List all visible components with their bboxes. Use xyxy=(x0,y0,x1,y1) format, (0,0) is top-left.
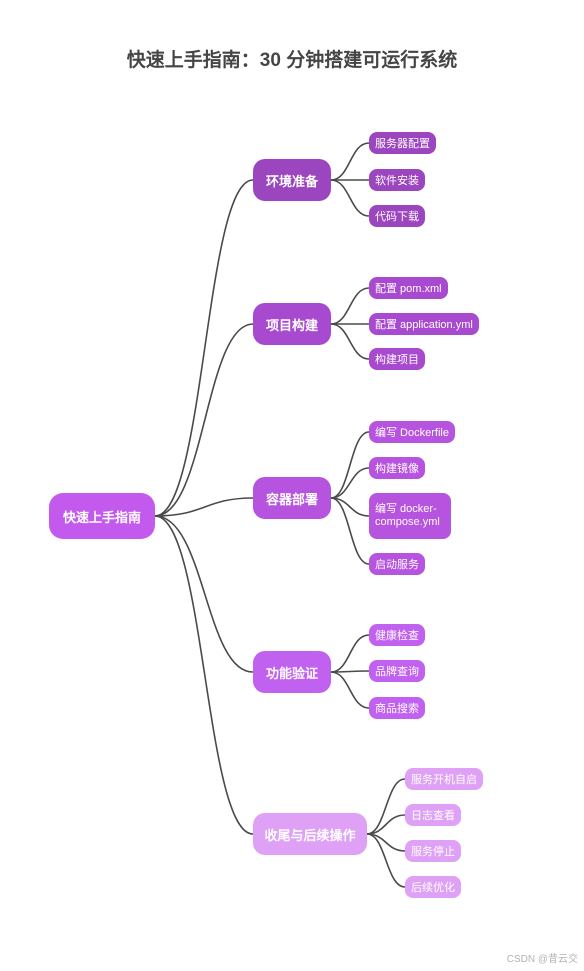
leaf-node: 商品搜索 xyxy=(369,697,425,719)
leaf-node: 配置 application.yml xyxy=(369,313,479,335)
link-b5-l4 xyxy=(366,833,406,888)
branch-node-deploy: 容器部署 xyxy=(253,477,331,519)
leaf-node: 启动服务 xyxy=(369,553,425,575)
leaf-node: 编写 docker-compose.yml xyxy=(369,493,451,539)
link-root-b3 xyxy=(154,497,254,517)
leaf-node: 服务器配置 xyxy=(369,132,436,154)
link-root-b4 xyxy=(154,515,254,673)
link-b1-l1 xyxy=(330,142,370,181)
link-root-b1 xyxy=(154,179,254,517)
branch-node-build: 项目构建 xyxy=(253,303,331,345)
leaf-node: 构建镜像 xyxy=(369,457,425,479)
branch-node-env: 环境准备 xyxy=(253,159,331,201)
link-b3-l2 xyxy=(330,467,370,499)
leaf-node: 后续优化 xyxy=(405,876,461,898)
link-root-b5 xyxy=(154,515,254,835)
leaf-node: 品牌查询 xyxy=(369,660,425,682)
root-node: 快速上手指南 xyxy=(49,493,155,539)
leaf-node: 服务开机自启 xyxy=(405,768,483,790)
link-b2-l3 xyxy=(330,323,370,360)
branch-node-wrapup: 收尾与后续操作 xyxy=(253,813,367,855)
leaf-node: 日志查看 xyxy=(405,804,461,826)
leaf-node: 代码下载 xyxy=(369,205,425,227)
link-b4-l3 xyxy=(330,671,370,709)
link-b4-l1 xyxy=(330,634,370,673)
leaf-node: 健康检查 xyxy=(369,624,425,646)
leaf-node: 服务停止 xyxy=(405,840,461,862)
link-b1-l3 xyxy=(330,179,370,217)
link-b5-l1 xyxy=(366,778,406,835)
leaf-node: 软件安装 xyxy=(369,169,425,191)
watermark: CSDN @昔云交 xyxy=(506,954,578,965)
leaf-node: 配置 pom.xml xyxy=(369,277,448,299)
link-b3-l1 xyxy=(330,431,370,499)
link-root-b2 xyxy=(154,323,254,517)
link-b5-l2 xyxy=(366,814,406,835)
branch-node-verify: 功能验证 xyxy=(253,651,331,693)
link-b3-l4 xyxy=(330,497,370,565)
link-b2-l1 xyxy=(330,287,370,325)
leaf-node: 编写 Dockerfile xyxy=(369,421,455,443)
leaf-node: 构建项目 xyxy=(369,348,425,370)
diagram-title: 快速上手指南：30 分钟搭建可运行系统 xyxy=(126,50,458,71)
